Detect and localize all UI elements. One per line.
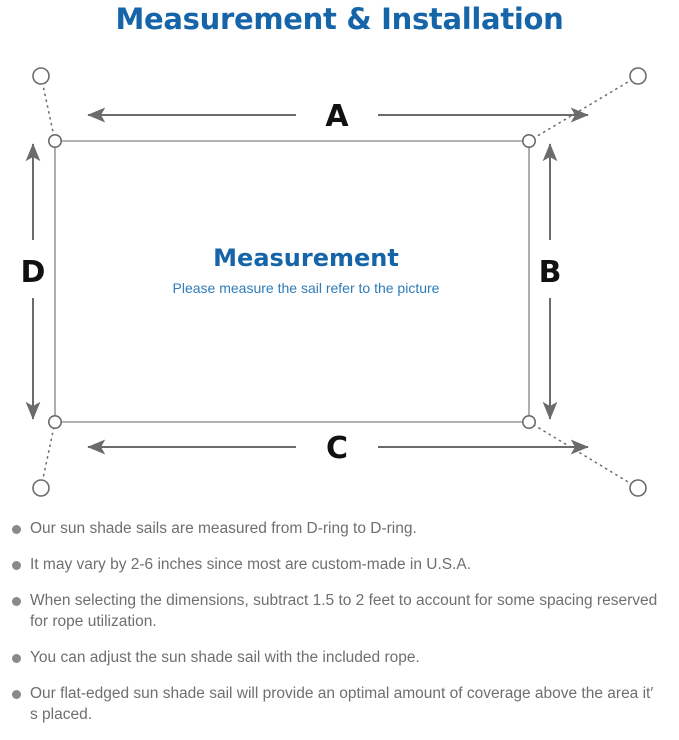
notes-list: Our sun shade sails are measured from D-… bbox=[0, 518, 679, 740]
dimension-label-d: D bbox=[21, 255, 46, 290]
d-ring bbox=[47, 134, 62, 149]
bullet-icon bbox=[12, 597, 21, 606]
list-item: When selecting the dimensions, subtract … bbox=[0, 590, 679, 632]
list-item-text: When selecting the dimensions, subtract … bbox=[30, 592, 658, 630]
anchor-ring bbox=[629, 67, 647, 85]
anchor-ring bbox=[32, 479, 50, 497]
list-item-text: Our flat-edged sun shade sail will provi… bbox=[30, 685, 654, 723]
bullet-icon bbox=[12, 525, 21, 534]
dotted-rope-line bbox=[528, 421, 639, 489]
dotted-rope-line bbox=[528, 75, 639, 142]
page-title: Measurement & Installation bbox=[115, 2, 564, 36]
bullet-icon bbox=[12, 561, 21, 570]
dimension-label-b: B bbox=[539, 255, 562, 290]
list-item: It may vary by 2-6 inches since most are… bbox=[0, 554, 679, 575]
d-ring bbox=[521, 134, 536, 149]
list-item-text: You can adjust the sun shade sail with t… bbox=[30, 649, 420, 666]
diagram-center-title: Measurement bbox=[213, 244, 399, 272]
list-item: Our flat-edged sun shade sail will provi… bbox=[0, 683, 679, 725]
diagram-center-subtitle: Please measure the sail refer to the pic… bbox=[173, 280, 440, 296]
dotted-rope-line bbox=[40, 75, 56, 142]
list-item: Our sun shade sails are measured from D-… bbox=[0, 518, 679, 539]
list-item-text: Our sun shade sails are measured from D-… bbox=[30, 520, 417, 537]
anchor-ring bbox=[32, 67, 50, 85]
anchor-ring bbox=[629, 479, 647, 497]
shade-sail-measurement-diagram: A C D B Measurement Please measure the s… bbox=[0, 48, 679, 508]
list-item: You can adjust the sun shade sail with t… bbox=[0, 647, 679, 668]
list-item-text: It may vary by 2-6 inches since most are… bbox=[30, 556, 472, 573]
sail-body bbox=[54, 140, 530, 423]
dimension-label-a: A bbox=[325, 99, 349, 134]
bullet-icon bbox=[12, 654, 21, 663]
d-ring bbox=[521, 414, 536, 429]
bullet-icon bbox=[12, 690, 21, 699]
dimension-label-c: C bbox=[326, 431, 348, 466]
d-ring bbox=[47, 414, 62, 429]
dotted-rope-line bbox=[40, 421, 56, 489]
